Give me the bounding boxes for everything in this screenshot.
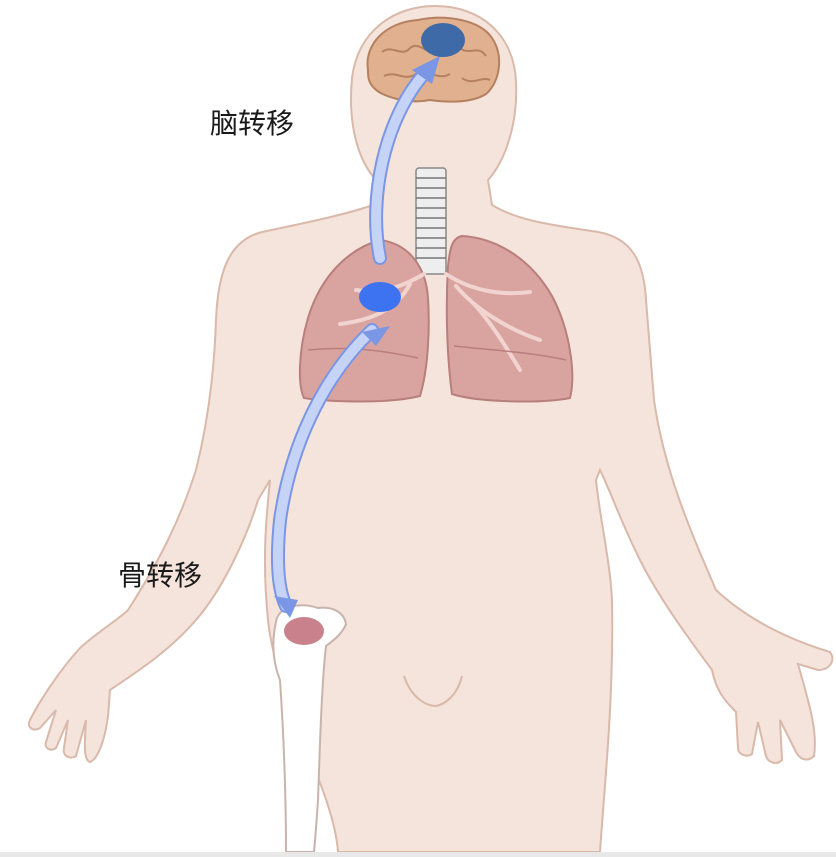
brain-metastasis-label: 脑转移 <box>210 102 294 142</box>
bone-tumor <box>284 617 324 645</box>
body-outline <box>29 6 832 852</box>
bottom-border <box>0 852 836 857</box>
brain-tumor <box>421 23 465 57</box>
primary-lung-tumor <box>359 282 401 312</box>
trachea <box>416 168 446 274</box>
human-body <box>29 6 832 852</box>
bone-metastasis-label: 骨转移 <box>118 554 202 594</box>
